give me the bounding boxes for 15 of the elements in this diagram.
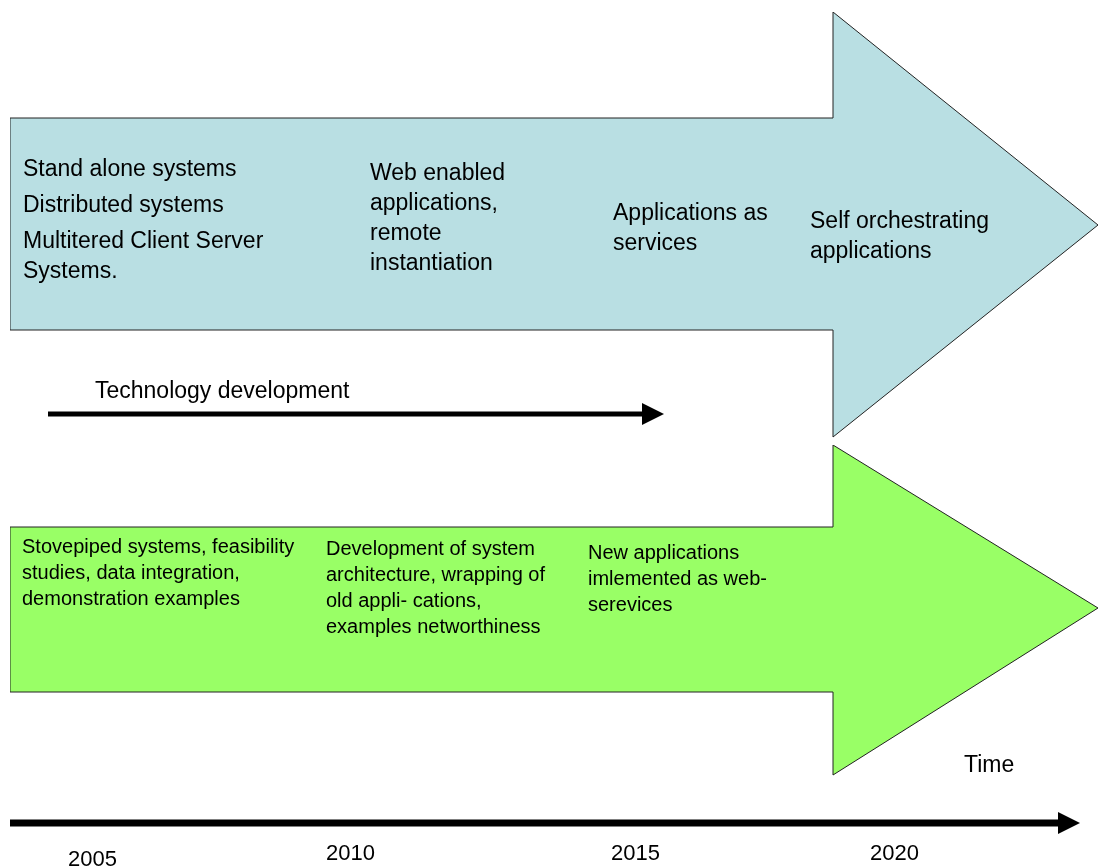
year-label: 2015 [611,840,660,866]
arrow-text: Web enabled applications, remote instantiation [370,158,507,277]
year-label: 2005 [68,846,117,868]
arrow-text: Distributed systems [23,190,225,219]
arrow-text: New applications imlemented as web- serevices [588,540,768,617]
arrow-text: Applications as services [613,198,769,257]
arrow-text: Development of system architecture, wrapping of old appli- cations, examples networthiness [326,536,546,639]
axis-label: Time [964,751,1015,778]
arrow-text: Self orchestrating applications [810,206,990,265]
arrow-text: Stovepiped systems, feasibility studies, data integration, demonstration examples [22,534,296,611]
axis-label: Technology development [95,377,350,404]
arrow-text: Stand alone systems [23,154,238,183]
arrow-text: Multitered Client Server Systems. [23,226,265,285]
year-label: 2020 [870,840,919,866]
year-label: 2010 [326,840,375,866]
